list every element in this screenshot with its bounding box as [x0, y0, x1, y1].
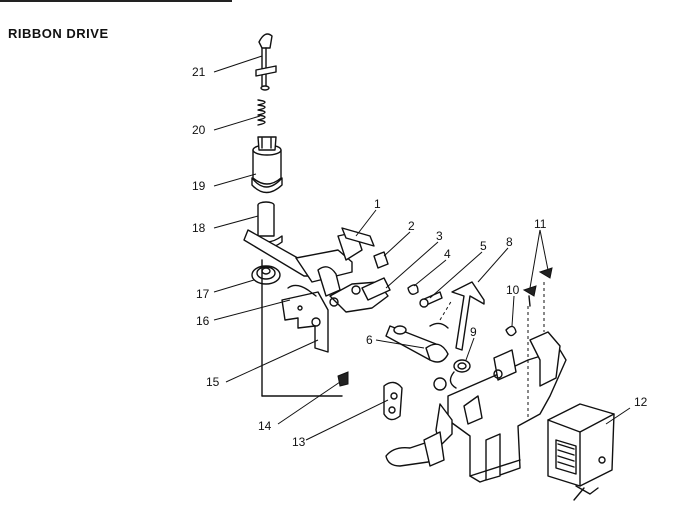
part-17-coil-spring: [251, 265, 281, 285]
diagram-title: RIBBON DRIVE: [8, 26, 109, 41]
callout-20: 20: [192, 123, 206, 137]
callout-6: 6: [366, 333, 373, 347]
part-20-spring: [257, 99, 266, 126]
callout-10: 10: [506, 283, 520, 297]
callout-8: 8: [506, 235, 513, 249]
part-12-connector-housing: [547, 403, 615, 501]
callout-2: 2: [408, 219, 415, 233]
callout-19: 19: [192, 179, 206, 193]
part-16-clip: [287, 284, 317, 297]
part-15-bracket-plate: [281, 291, 329, 353]
callout-9: 9: [470, 325, 477, 339]
callout-15: 15: [206, 375, 220, 389]
callout-1: 1: [374, 197, 381, 211]
callout-16: 16: [196, 314, 210, 328]
callout-18: 18: [192, 221, 206, 235]
main-lever-assembly: [243, 227, 391, 313]
top-rule: [0, 0, 232, 2]
callout-12: 12: [634, 395, 648, 409]
callout-14: 14: [258, 419, 272, 433]
part-14-screw: [337, 371, 349, 387]
chassis-frame: [385, 331, 567, 483]
callout-4: 4: [444, 247, 451, 261]
part-13-link: [383, 381, 403, 421]
callout-5: 5: [480, 239, 487, 253]
part-4-clip: [407, 284, 419, 295]
part-19-drive-hub: [251, 136, 283, 194]
part-11-screws: [522, 267, 553, 307]
part-9-spring: [449, 359, 471, 389]
callout-21: 21: [192, 65, 206, 79]
callout-17: 17: [196, 287, 210, 301]
leader-lines: [213, 55, 631, 441]
callout-labels: 21 20 19 18 17 16 15 14 13 1 2 3 4 5 8 6…: [192, 65, 648, 449]
part-6-shaft: [385, 325, 449, 363]
part-8-spring-lever: [429, 281, 485, 351]
part-21-knob-shaft: [255, 33, 277, 91]
callout-13: 13: [292, 435, 306, 449]
part-10-clip: [505, 325, 517, 337]
callout-3: 3: [436, 229, 443, 243]
part-5-pin: [419, 291, 443, 308]
callout-11: 11: [534, 217, 547, 231]
